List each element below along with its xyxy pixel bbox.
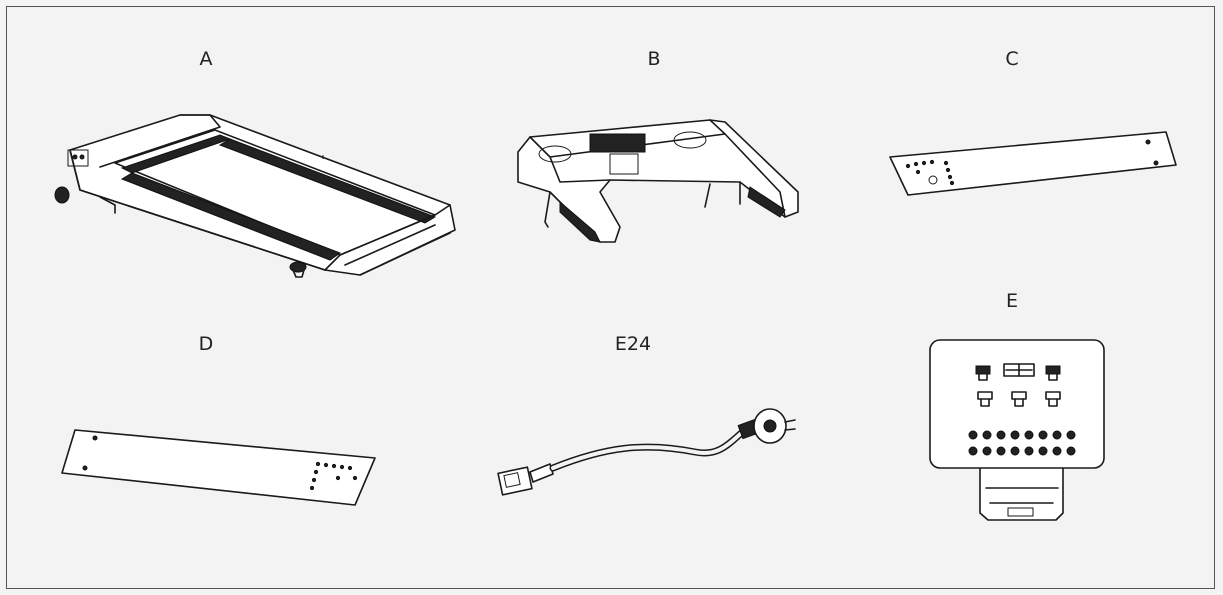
treadmill-deck-icon [54, 114, 456, 278]
label-part-c: C [1005, 48, 1019, 70]
power-cord-icon [497, 408, 796, 496]
label-part-d: D [198, 333, 214, 355]
label-part-b: B [647, 48, 661, 70]
label-part-e24: E24 [614, 333, 652, 355]
console-handlebar-icon [517, 119, 799, 243]
label-part-a: A [199, 48, 213, 70]
side-plate-c-icon [889, 131, 1177, 196]
label-part-e: E [1005, 290, 1019, 312]
control-panel-icon [929, 339, 1105, 521]
side-plate-d-icon [61, 429, 376, 506]
